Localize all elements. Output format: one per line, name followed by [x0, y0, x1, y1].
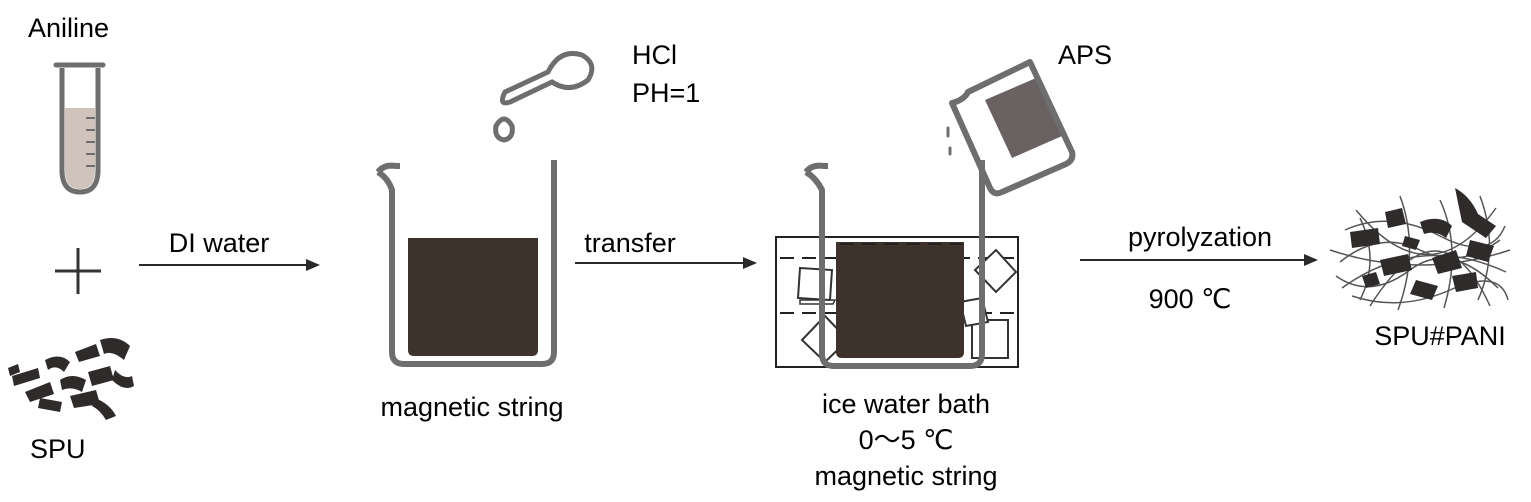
- ice-bath-caption: ice water bath: [821, 389, 991, 419]
- di-water-label: DI water: [168, 228, 270, 258]
- stirring-caption: magnetic string: [814, 461, 998, 491]
- dropper-icon: [493, 50, 595, 143]
- beaker-icon-2: [803, 160, 985, 369]
- hcl-label: HCl: [632, 40, 677, 70]
- aps-label: APS: [1058, 40, 1113, 70]
- spu-flakes-icon: [8, 338, 134, 420]
- plus-icon: [55, 248, 101, 294]
- ph-label: PH=1: [632, 78, 701, 108]
- transfer-label: transfer: [584, 228, 676, 258]
- temperature-caption: 0～5 ℃: [858, 425, 954, 455]
- beaker1-caption: magnetic string: [380, 392, 564, 422]
- pyrolyzation-label: pyrolyzation: [1127, 222, 1273, 252]
- test-tube-icon: [53, 62, 106, 195]
- composite-product-icon: [1329, 188, 1511, 311]
- pouring-beaker-icon: [946, 59, 1076, 197]
- pyrolysis-temperature: 900 ℃: [1148, 284, 1232, 314]
- aniline-label: Aniline: [28, 13, 110, 43]
- product-label: SPU#PANI: [1374, 321, 1506, 351]
- beaker-icon: [375, 160, 557, 367]
- spu-label: SPU: [30, 434, 86, 464]
